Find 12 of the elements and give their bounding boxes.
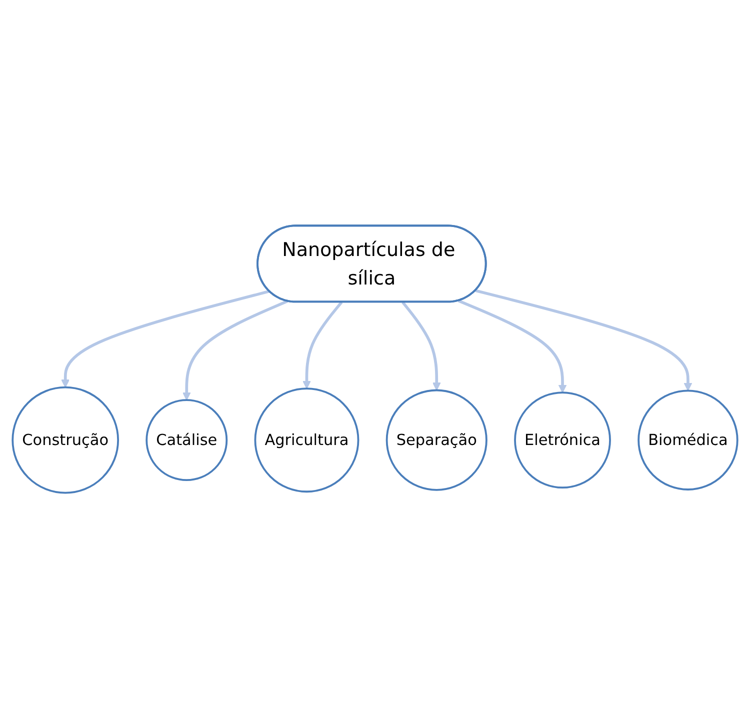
node-circle: Eletrónica	[514, 392, 611, 489]
node-circle: Biomédica	[638, 390, 738, 491]
arrow	[61, 290, 270, 388]
arrow	[458, 300, 567, 394]
arrow	[182, 300, 288, 401]
arrow	[402, 302, 441, 391]
arrow	[475, 290, 692, 392]
node-circle: Separação	[386, 390, 488, 492]
node-circle: Agricultura	[254, 388, 360, 493]
arrow	[302, 302, 343, 390]
node-circle: Catálise	[146, 399, 228, 482]
node-circle: Construção	[12, 386, 120, 494]
